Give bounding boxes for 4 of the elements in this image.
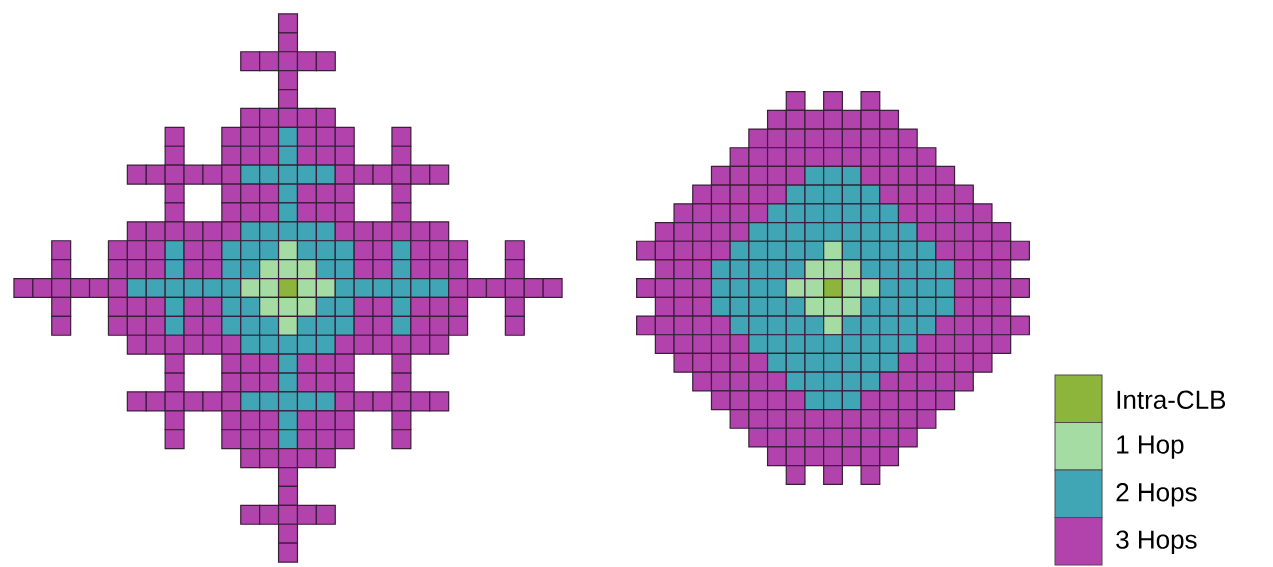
- legend-label: 1 Hop: [1117, 435, 1184, 459]
- legend-label: 3 Hops: [1116, 530, 1197, 554]
- legend-label: 2 Hops: [1116, 483, 1197, 507]
- legend-label: Intra-CLB: [1117, 390, 1226, 409]
